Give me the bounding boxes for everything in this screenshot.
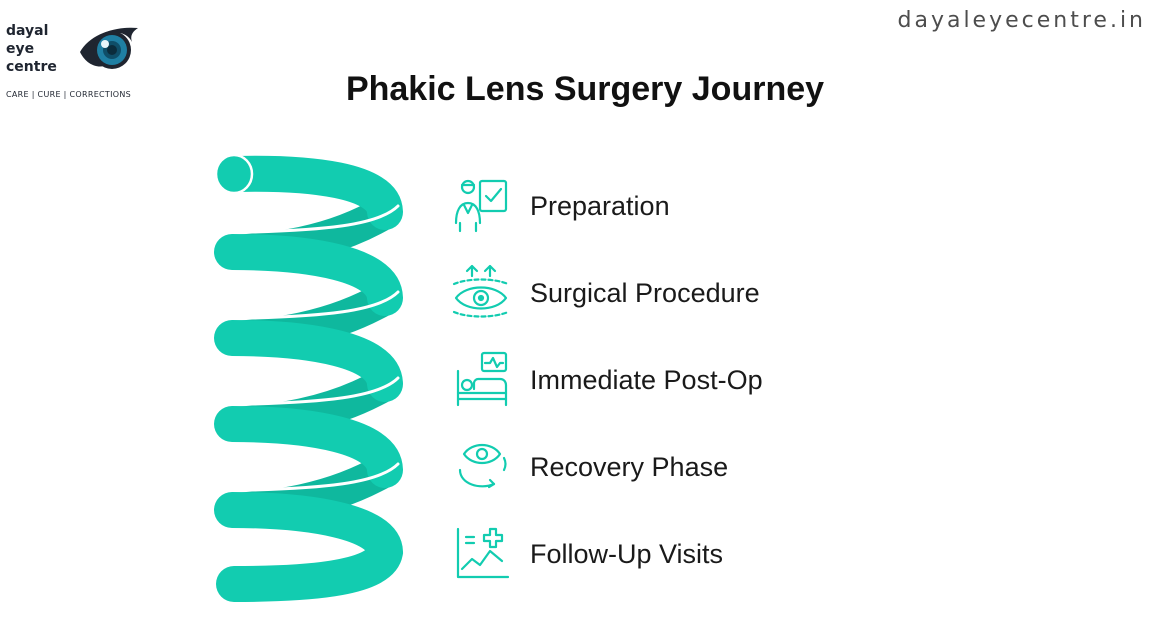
health-chart-icon <box>450 523 512 583</box>
doctor-checklist-icon <box>450 175 512 235</box>
hospital-bed-icon <box>450 349 512 409</box>
step-label-follow-up-visits: Follow-Up Visits <box>530 539 723 570</box>
eye-cycle-icon <box>450 436 512 496</box>
step-follow-up-visits: Follow-Up Visits <box>450 523 870 583</box>
step-recovery-phase: Recovery Phase <box>450 436 870 496</box>
spring-end-cap <box>216 155 252 193</box>
step-label-recovery-phase: Recovery Phase <box>530 452 728 483</box>
step-label-preparation: Preparation <box>530 191 670 222</box>
step-label-surgical-procedure: Surgical Procedure <box>530 278 760 309</box>
step-immediate-post-op: Immediate Post-Op <box>450 349 870 409</box>
step-preparation: Preparation <box>450 175 870 235</box>
eye-scan-icon <box>450 262 512 322</box>
step-surgical-procedure: Surgical Procedure <box>450 262 870 322</box>
step-label-immediate-post-op: Immediate Post-Op <box>530 365 763 396</box>
